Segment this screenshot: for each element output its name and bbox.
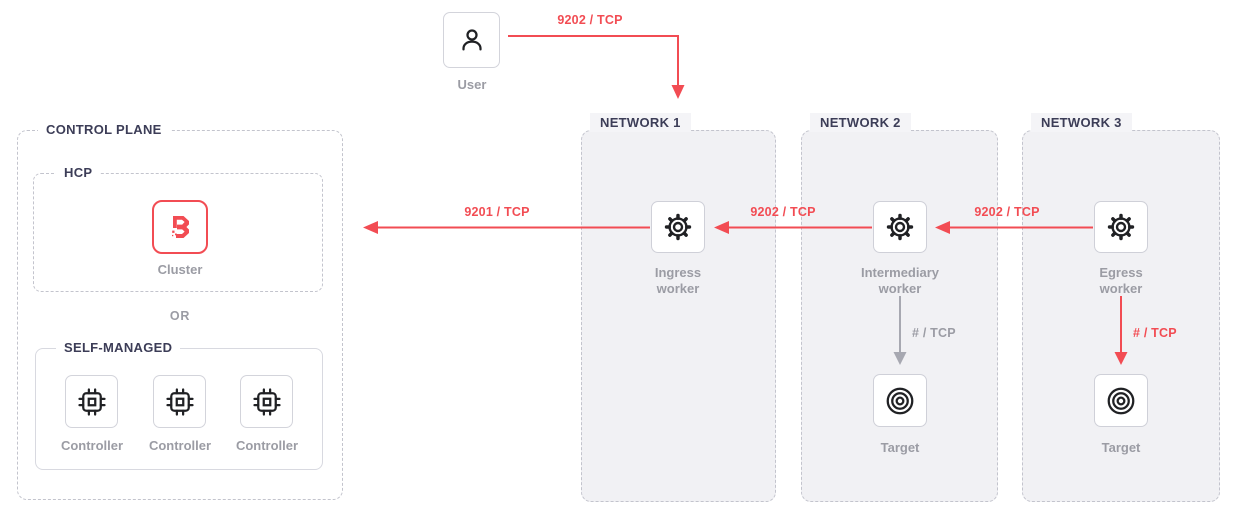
user-icon [461,29,482,51]
target-node-network3 [1094,374,1148,427]
target-icon [886,387,914,414]
cluster-label: Cluster [157,262,203,277]
egress-worker-node [1094,201,1148,253]
user-node [443,12,500,68]
controller-node-1 [65,375,118,428]
egress-worker-label: Egress worker [1099,265,1143,297]
cpu-icon [252,387,281,416]
arrowhead-user-to-network1 [671,85,685,99]
controller-node-2 [153,375,206,428]
intermediary-worker-label: Intermediary worker [860,265,940,297]
network-2-title: NETWORK 2 [810,113,911,132]
arrowhead-ingress-to-control-plane [363,221,378,234]
gear-icon [886,213,914,241]
target-node-network2 [873,374,927,427]
target-label-network3: Target [1101,440,1141,455]
network-1-zone: NETWORK 1 [581,113,776,502]
target-label-network2: Target [880,440,920,455]
controller-node-3 [240,375,293,428]
ingress-worker-label: Ingress worker [654,265,702,297]
arrow-user-to-network1 [508,35,679,85]
cluster-node [152,200,208,254]
target-icon [1107,387,1135,414]
control-plane-title: CONTROL PLANE [38,122,170,137]
or-divider: OR [169,309,191,323]
user-label: User [457,77,487,92]
port-label-ingress-to-control-plane: 9201 / TCP [464,205,530,219]
intermediary-worker-node [873,201,927,253]
port-label-egress-to-intermediary: 9202 / TCP [974,205,1040,219]
controller-label: Controller [148,438,212,453]
controller-label: Controller [60,438,124,453]
gear-icon [1107,213,1135,241]
cpu-icon [165,387,194,416]
self-managed-title: SELF-MANAGED [56,340,181,355]
network-1-title: NETWORK 1 [590,113,691,132]
port-label-intermediary-to-target: # / TCP [912,326,956,340]
gear-icon [664,213,692,241]
controller-label: Controller [235,438,299,453]
port-label-user-to-network1: 9202 / TCP [557,13,623,27]
port-label-intermediary-to-ingress: 9202 / TCP [750,205,816,219]
cpu-icon [77,387,106,416]
hcp-title: HCP [56,165,101,180]
port-label-egress-to-target: # / TCP [1133,326,1177,340]
ingress-worker-node [651,201,705,253]
network-3-title: NETWORK 3 [1031,113,1132,132]
boundary-logo-icon [172,216,189,238]
